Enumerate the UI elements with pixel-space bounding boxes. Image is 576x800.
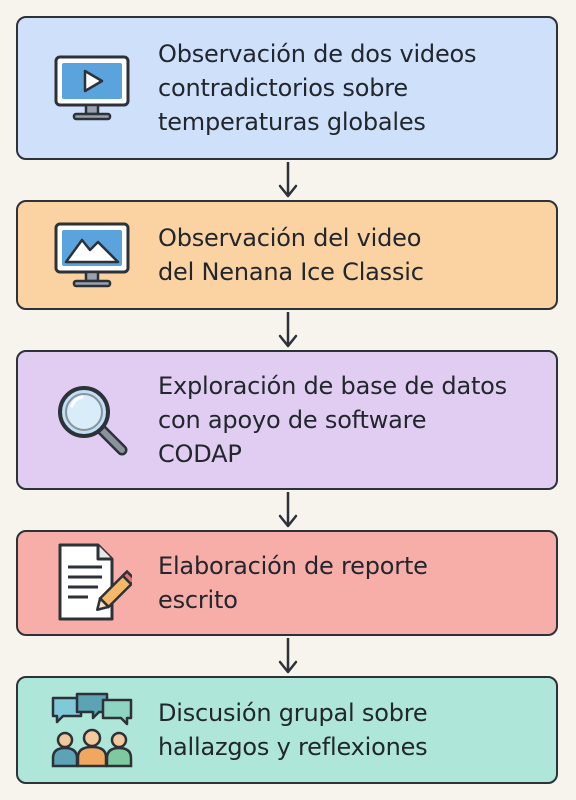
step-label-line: del Nenana Ice Classic bbox=[158, 258, 424, 286]
document-pencil-icon bbox=[46, 543, 138, 623]
step-label-line: hallazgos y reflexiones bbox=[158, 733, 428, 761]
step-label: Elaboración de reporte escrito bbox=[158, 549, 542, 617]
arrow-down-icon bbox=[278, 312, 298, 348]
step-label: Observación del video del Nenana Ice Cla… bbox=[158, 221, 542, 289]
step-label-line: Elaboración de reporte bbox=[158, 552, 428, 580]
step-label-line: CODAP bbox=[158, 440, 242, 468]
step-label: Exploración de base de datos con apoyo d… bbox=[158, 369, 542, 471]
arrow-down-icon bbox=[278, 638, 298, 674]
step-reporte-escrito: Elaboración de reporte escrito bbox=[16, 530, 558, 636]
step-label: Discusión grupal sobre hallazgos y refle… bbox=[158, 696, 542, 764]
step-exploracion-datos: Exploración de base de datos con apoyo d… bbox=[16, 350, 558, 490]
arrow-down-icon bbox=[278, 492, 298, 528]
step-videos-contradictorios: Observación de dos videos contradictorio… bbox=[16, 16, 558, 160]
step-discusion-grupal: Discusión grupal sobre hallazgos y refle… bbox=[16, 676, 558, 784]
step-label-line: escrito bbox=[158, 586, 238, 614]
arrow-down-icon bbox=[278, 162, 298, 198]
step-label: Observación de dos videos contradictorio… bbox=[158, 37, 542, 139]
step-label-line: Discusión grupal sobre bbox=[158, 699, 428, 727]
landscape-monitor-icon bbox=[46, 215, 138, 295]
group-discussion-icon bbox=[46, 690, 138, 770]
step-label-line: con apoyo de software bbox=[158, 406, 427, 434]
step-label-line: Observación del video bbox=[158, 224, 422, 252]
step-label-line: temperaturas globales bbox=[158, 108, 426, 136]
magnifier-icon bbox=[46, 380, 138, 460]
step-nenana-ice-classic: Observación del video del Nenana Ice Cla… bbox=[16, 200, 558, 310]
step-label-line: contradictorios sobre bbox=[158, 74, 408, 102]
step-label-line: Exploración de base de datos bbox=[158, 372, 507, 400]
step-label-line: Observación de dos videos bbox=[158, 40, 477, 68]
video-play-icon bbox=[46, 48, 138, 128]
